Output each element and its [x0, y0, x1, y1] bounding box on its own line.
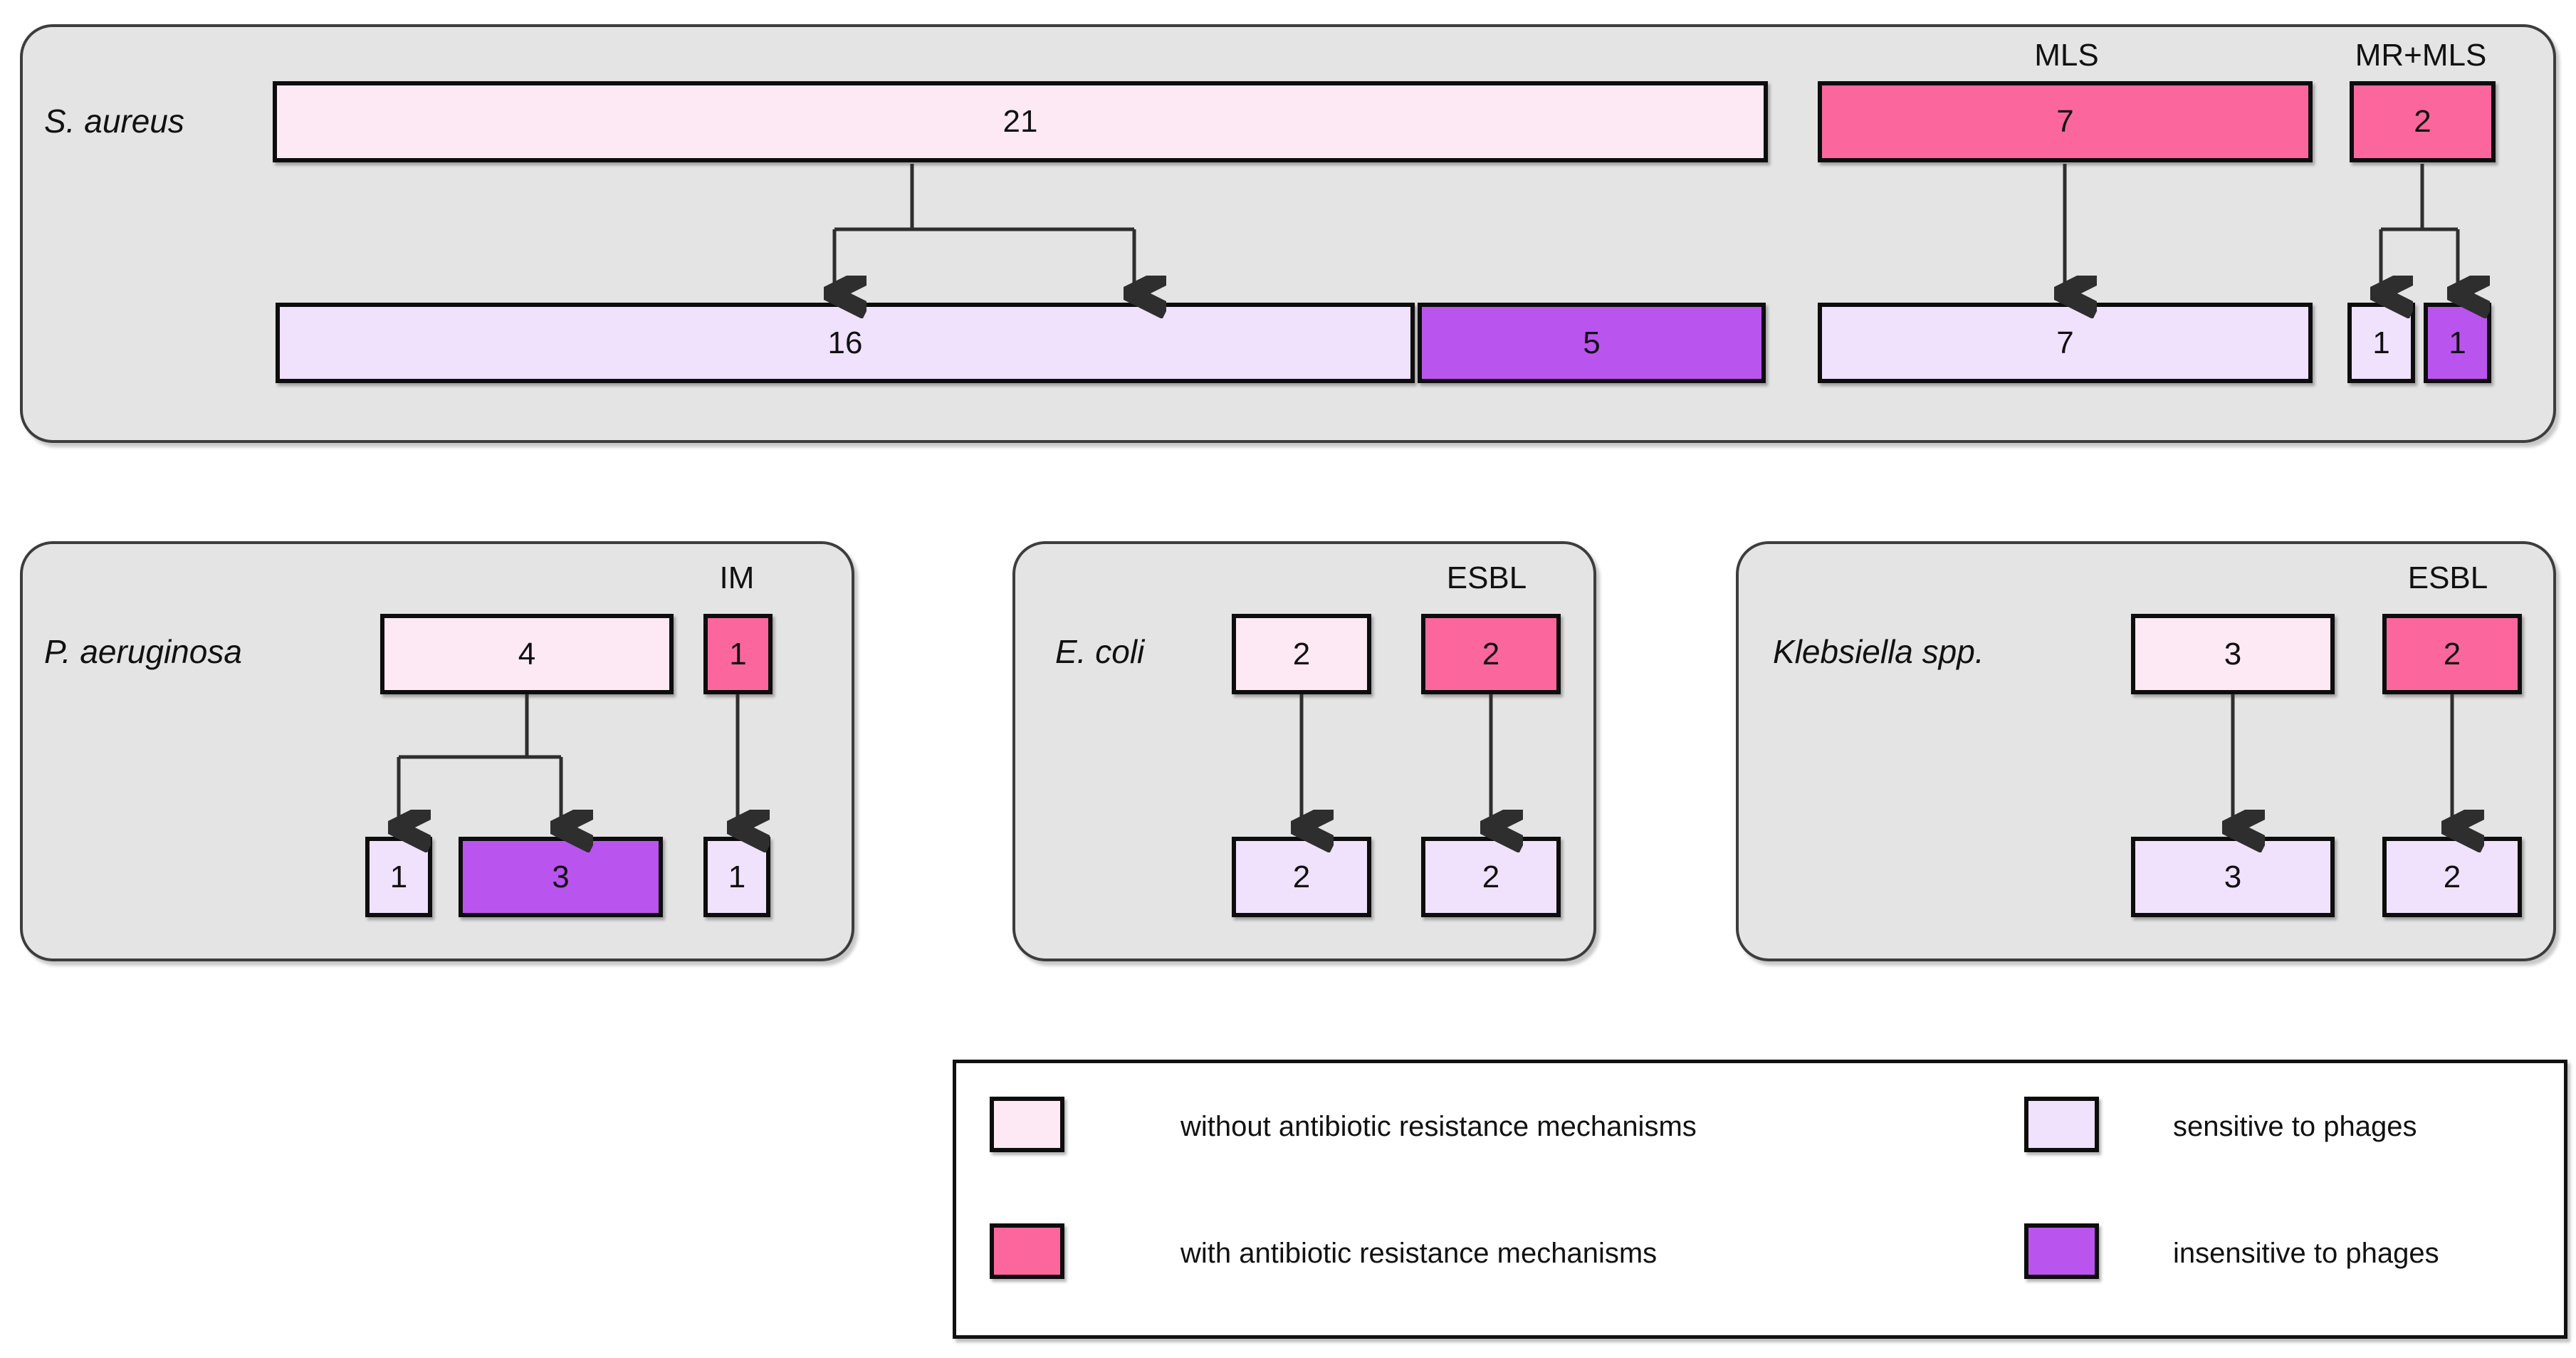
- box-s-aureus-mls-sensitive: 7: [1818, 303, 2313, 383]
- legend-label-sensitive: sensitive to phages: [2173, 1111, 2417, 1142]
- legend-swatch-without-resistance: [990, 1097, 1064, 1152]
- box-s-aureus-no-resistance-total: 21: [273, 81, 1768, 162]
- legend-swatch-insensitive: [2024, 1223, 2099, 1279]
- box-e-coli-esbl-sensitive: 2: [1421, 837, 1561, 917]
- box-s-aureus-mls-total: 7: [1818, 81, 2313, 162]
- legend: [953, 1060, 2567, 1339]
- box-p-aeruginosa-im-sensitive: 1: [703, 837, 770, 917]
- box-klebsiella-esbl-total: 2: [2382, 614, 2522, 694]
- group-caption-mr-mls: MR+MLS: [2355, 38, 2487, 73]
- box-p-aeruginosa-no-resistance-sensitive: 1: [365, 837, 432, 917]
- group-caption-esbl-klebsiella: ESBL: [2407, 560, 2488, 595]
- box-s-aureus-no-resistance-insensitive: 5: [1418, 303, 1766, 383]
- box-s-aureus-no-resistance-sensitive: 16: [276, 303, 1415, 383]
- group-caption-mls: MLS: [2034, 38, 2099, 73]
- species-label-s-aureus: S. aureus: [44, 103, 184, 140]
- box-p-aeruginosa-no-resistance-insensitive: 3: [459, 837, 663, 917]
- box-e-coli-no-resistance-sensitive: 2: [1232, 837, 1371, 917]
- box-klebsiella-no-resistance-sensitive: 3: [2131, 837, 2335, 917]
- box-p-aeruginosa-no-resistance-total: 4: [380, 614, 674, 694]
- species-label-e-coli: E. coli: [1055, 633, 1145, 670]
- box-p-aeruginosa-im-total: 1: [703, 614, 773, 694]
- group-caption-esbl-ecoli: ESBL: [1446, 560, 1527, 595]
- box-s-aureus-mr-mls-total: 2: [2350, 81, 2496, 162]
- legend-label-insensitive: insensitive to phages: [2173, 1238, 2439, 1269]
- legend-swatch-sensitive: [2024, 1097, 2099, 1152]
- box-klebsiella-no-resistance-total: 3: [2131, 614, 2335, 694]
- species-label-p-aeruginosa: P. aeruginosa: [44, 633, 242, 670]
- box-s-aureus-mr-mls-sensitive: 1: [2347, 303, 2415, 383]
- box-s-aureus-mr-mls-insensitive: 1: [2424, 303, 2491, 383]
- group-caption-im: IM: [719, 560, 755, 595]
- box-e-coli-esbl-total: 2: [1421, 614, 1561, 694]
- legend-swatch-with-resistance: [990, 1223, 1064, 1279]
- species-label-klebsiella: Klebsiella spp.: [1773, 633, 1984, 670]
- box-e-coli-no-resistance-total: 2: [1232, 614, 1371, 694]
- legend-label-without-resistance: without antibiotic resistance mechanisms: [1180, 1111, 1697, 1142]
- legend-label-with-resistance: with antibiotic resistance mechanisms: [1180, 1238, 1658, 1269]
- box-klebsiella-esbl-sensitive: 2: [2382, 837, 2522, 917]
